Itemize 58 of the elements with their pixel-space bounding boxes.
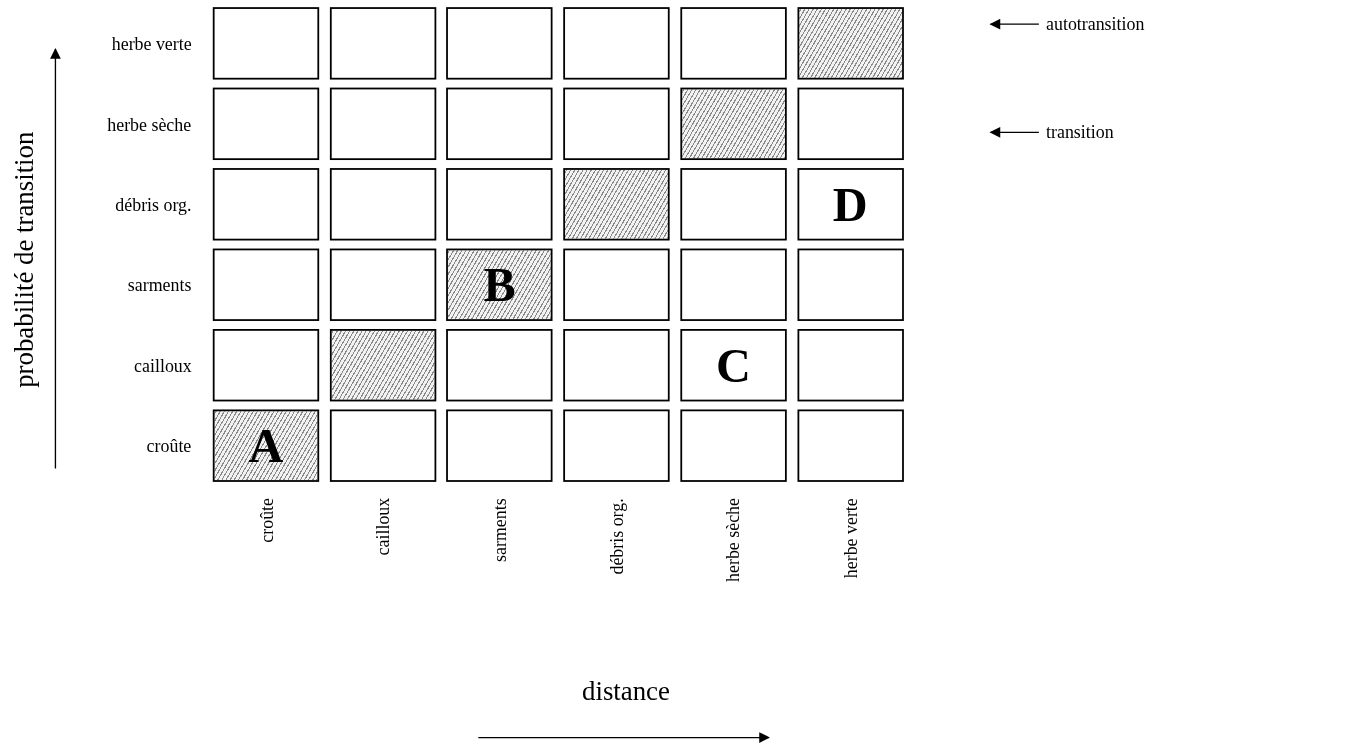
hatched-cell [680,87,787,161]
cell-letter: A [248,421,284,470]
hatched-cell [797,7,904,80]
matrix-cell [797,409,904,482]
axis-title: probabilité de transition [8,131,38,388]
arrow [989,126,1040,138]
arrow [989,18,1040,30]
row-label: cailloux [134,355,192,376]
column-label: herbe sèche [723,498,744,582]
row-label: herbe sèche [107,114,192,134]
matrix-cell [680,248,787,321]
hatched-cell [563,168,670,241]
cell-letter: B [483,260,516,309]
row-label: herbe verte [111,33,192,54]
matrix-cell [212,7,320,80]
column-label: cailloux [373,497,393,556]
matrix-cell [446,87,553,161]
hatched-cell [446,248,553,321]
matrix-cell [329,168,436,241]
hatched-cell [212,409,320,482]
matrix-cell [797,329,904,402]
row-label: sarments [127,274,192,295]
matrix-cell [797,168,904,241]
matrix-cell [329,7,436,80]
matrix-cell [563,7,670,80]
matrix-cell [212,329,320,402]
matrix-cell [680,7,787,80]
matrix-cell [446,329,553,402]
row-label: débris org. [115,194,192,215]
matrix-cell [212,168,320,241]
cell-letter: C [715,341,751,390]
annotation-text: autotransition [1046,13,1145,34]
column-label: sarments [489,497,510,562]
row-label: croûte [146,435,192,456]
matrix-cell [563,87,670,161]
matrix-cell [329,87,436,161]
axis-title: distance [582,675,670,705]
matrix-cell [797,87,904,161]
cell-letter: D [832,180,868,229]
column-label: herbe verte [840,497,861,578]
matrix-cell [446,409,553,482]
column-label: débris org. [606,497,627,575]
matrix-cell [680,409,787,482]
matrix-cell [212,248,320,321]
hatched-cell [329,329,436,402]
matrix-cell [563,329,670,402]
matrix-cell [446,7,553,80]
matrix-cell [680,168,787,241]
matrix-cell [563,248,670,321]
matrix-cell [212,87,320,161]
column-label: croûte [256,498,276,543]
matrix-cell [797,248,904,321]
matrix-cell [563,409,670,482]
matrix-cell [680,329,787,402]
matrix-cell [329,409,436,482]
matrix-cell [329,248,436,321]
annotation-text: transition [1046,121,1114,142]
matrix-cell [446,168,553,241]
